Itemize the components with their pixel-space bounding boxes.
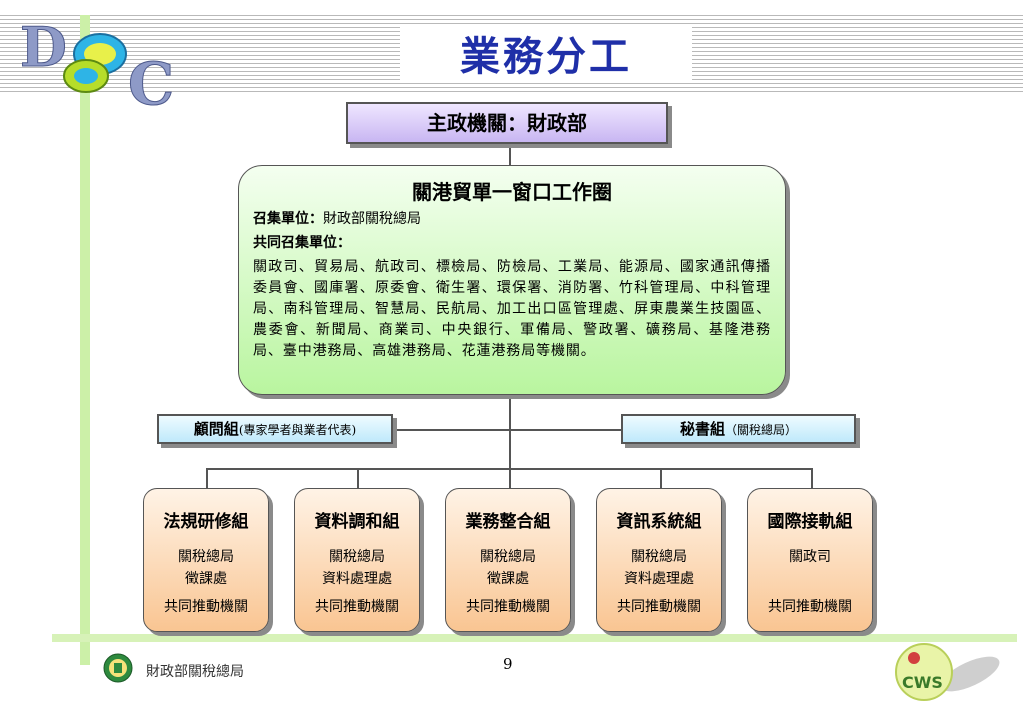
team-org-line: 徵課處 <box>487 571 529 587</box>
co-convener-label-text: 共同召集單位： <box>253 235 351 251</box>
working-group-box: 關港貿單一窗口工作圈 召集單位：財政部關稅總局 共同召集單位： 關政司、貿易局、… <box>238 165 786 395</box>
team-name: 國際接軌組 <box>767 512 853 532</box>
team-footer: 共同推動機關 <box>617 599 701 615</box>
connector-team-5 <box>811 468 813 488</box>
team-org: 關稅總局徵課處 <box>446 546 570 590</box>
team-org: 關政司 <box>748 546 872 590</box>
convener-line: 召集單位：財政部關稅總局 <box>253 209 771 229</box>
adviser-group-box: 顧問組(專家學者與業者代表) <box>157 414 393 444</box>
team-org-line: 關稅總局 <box>178 549 234 565</box>
adviser-note: (專家學者與業者代表) <box>238 423 357 437</box>
team-box: 業務整合組 關稅總局徵課處 共同推動機關 <box>445 488 571 632</box>
page-title: 業務分工 <box>400 24 692 82</box>
convener-label: 召集單位： <box>253 211 323 227</box>
team-footer: 共同推動機關 <box>315 599 399 615</box>
svg-text:CWS: CWS <box>902 673 943 692</box>
team-box: 資訊系統組 關稅總局資料處理處 共同推動機關 <box>596 488 722 632</box>
team-box: 資料調和組 關稅總局資料處理處 共同推動機關 <box>294 488 420 632</box>
connector-team-2 <box>357 468 359 488</box>
member-agencies: 關政司、貿易局、航政司、標檢局、防檢局、工業局、能源局、國家通訊傳播委員會、國庫… <box>253 259 771 359</box>
customs-seal-icon <box>103 653 133 683</box>
adviser-label: 顧問組 <box>193 420 239 438</box>
svg-text:D: D <box>20 15 67 79</box>
bottom-accent-bar <box>52 634 1017 642</box>
connector-top <box>509 144 511 166</box>
team-name: 法規研修組 <box>163 512 249 532</box>
team-org-line: 徵課處 <box>185 571 227 587</box>
team-footer: 共同推動機關 <box>466 599 550 615</box>
team-footer: 共同推動機關 <box>164 599 248 615</box>
secretary-label: 秘書組 <box>679 420 725 438</box>
team-org: 關稅總局徵課處 <box>144 546 268 590</box>
footer-organization: 財政部關稅總局 <box>146 664 244 680</box>
doc-logo-icon: D C <box>20 15 175 107</box>
team-name: 資料調和組 <box>314 512 400 532</box>
co-convener-label: 共同召集單位： <box>253 233 771 253</box>
page-number: 9 <box>503 655 513 673</box>
svg-text:C: C <box>128 50 174 106</box>
team-name: 資訊系統組 <box>616 512 702 532</box>
team-org-line: 關政司 <box>789 549 831 565</box>
team-name: 業務整合組 <box>465 512 551 532</box>
connector-team-4 <box>660 468 662 488</box>
team-org-line: 資料處理處 <box>624 571 694 587</box>
team-box: 國際接軌組 關政司 共同推動機關 <box>747 488 873 632</box>
cws-logo-icon: CWS <box>895 643 1000 701</box>
team-footer: 共同推動機關 <box>768 599 852 615</box>
team-org-line: 資料處理處 <box>322 571 392 587</box>
team-org-line: 關稅總局 <box>329 549 385 565</box>
connector-team-1 <box>206 468 208 488</box>
working-group-title: 關港貿單一窗口工作圈 <box>412 180 612 204</box>
secretary-note: （關稅總局） <box>725 423 798 437</box>
convener-value: 財政部關稅總局 <box>323 211 421 227</box>
connector-center <box>509 395 511 468</box>
left-accent-bar <box>80 15 90 665</box>
team-org: 關稅總局資料處理處 <box>295 546 419 590</box>
team-org: 關稅總局資料處理處 <box>597 546 721 590</box>
lead-agency-box: 主政機關：財政部 <box>346 102 668 144</box>
team-org-line: 關稅總局 <box>631 549 687 565</box>
connector-team-3 <box>509 468 511 488</box>
connector-side <box>393 429 621 431</box>
team-box: 法規研修組 關稅總局徵課處 共同推動機關 <box>143 488 269 632</box>
team-org-line: 關稅總局 <box>480 549 536 565</box>
secretary-group-box: 秘書組（關稅總局） <box>621 414 856 444</box>
